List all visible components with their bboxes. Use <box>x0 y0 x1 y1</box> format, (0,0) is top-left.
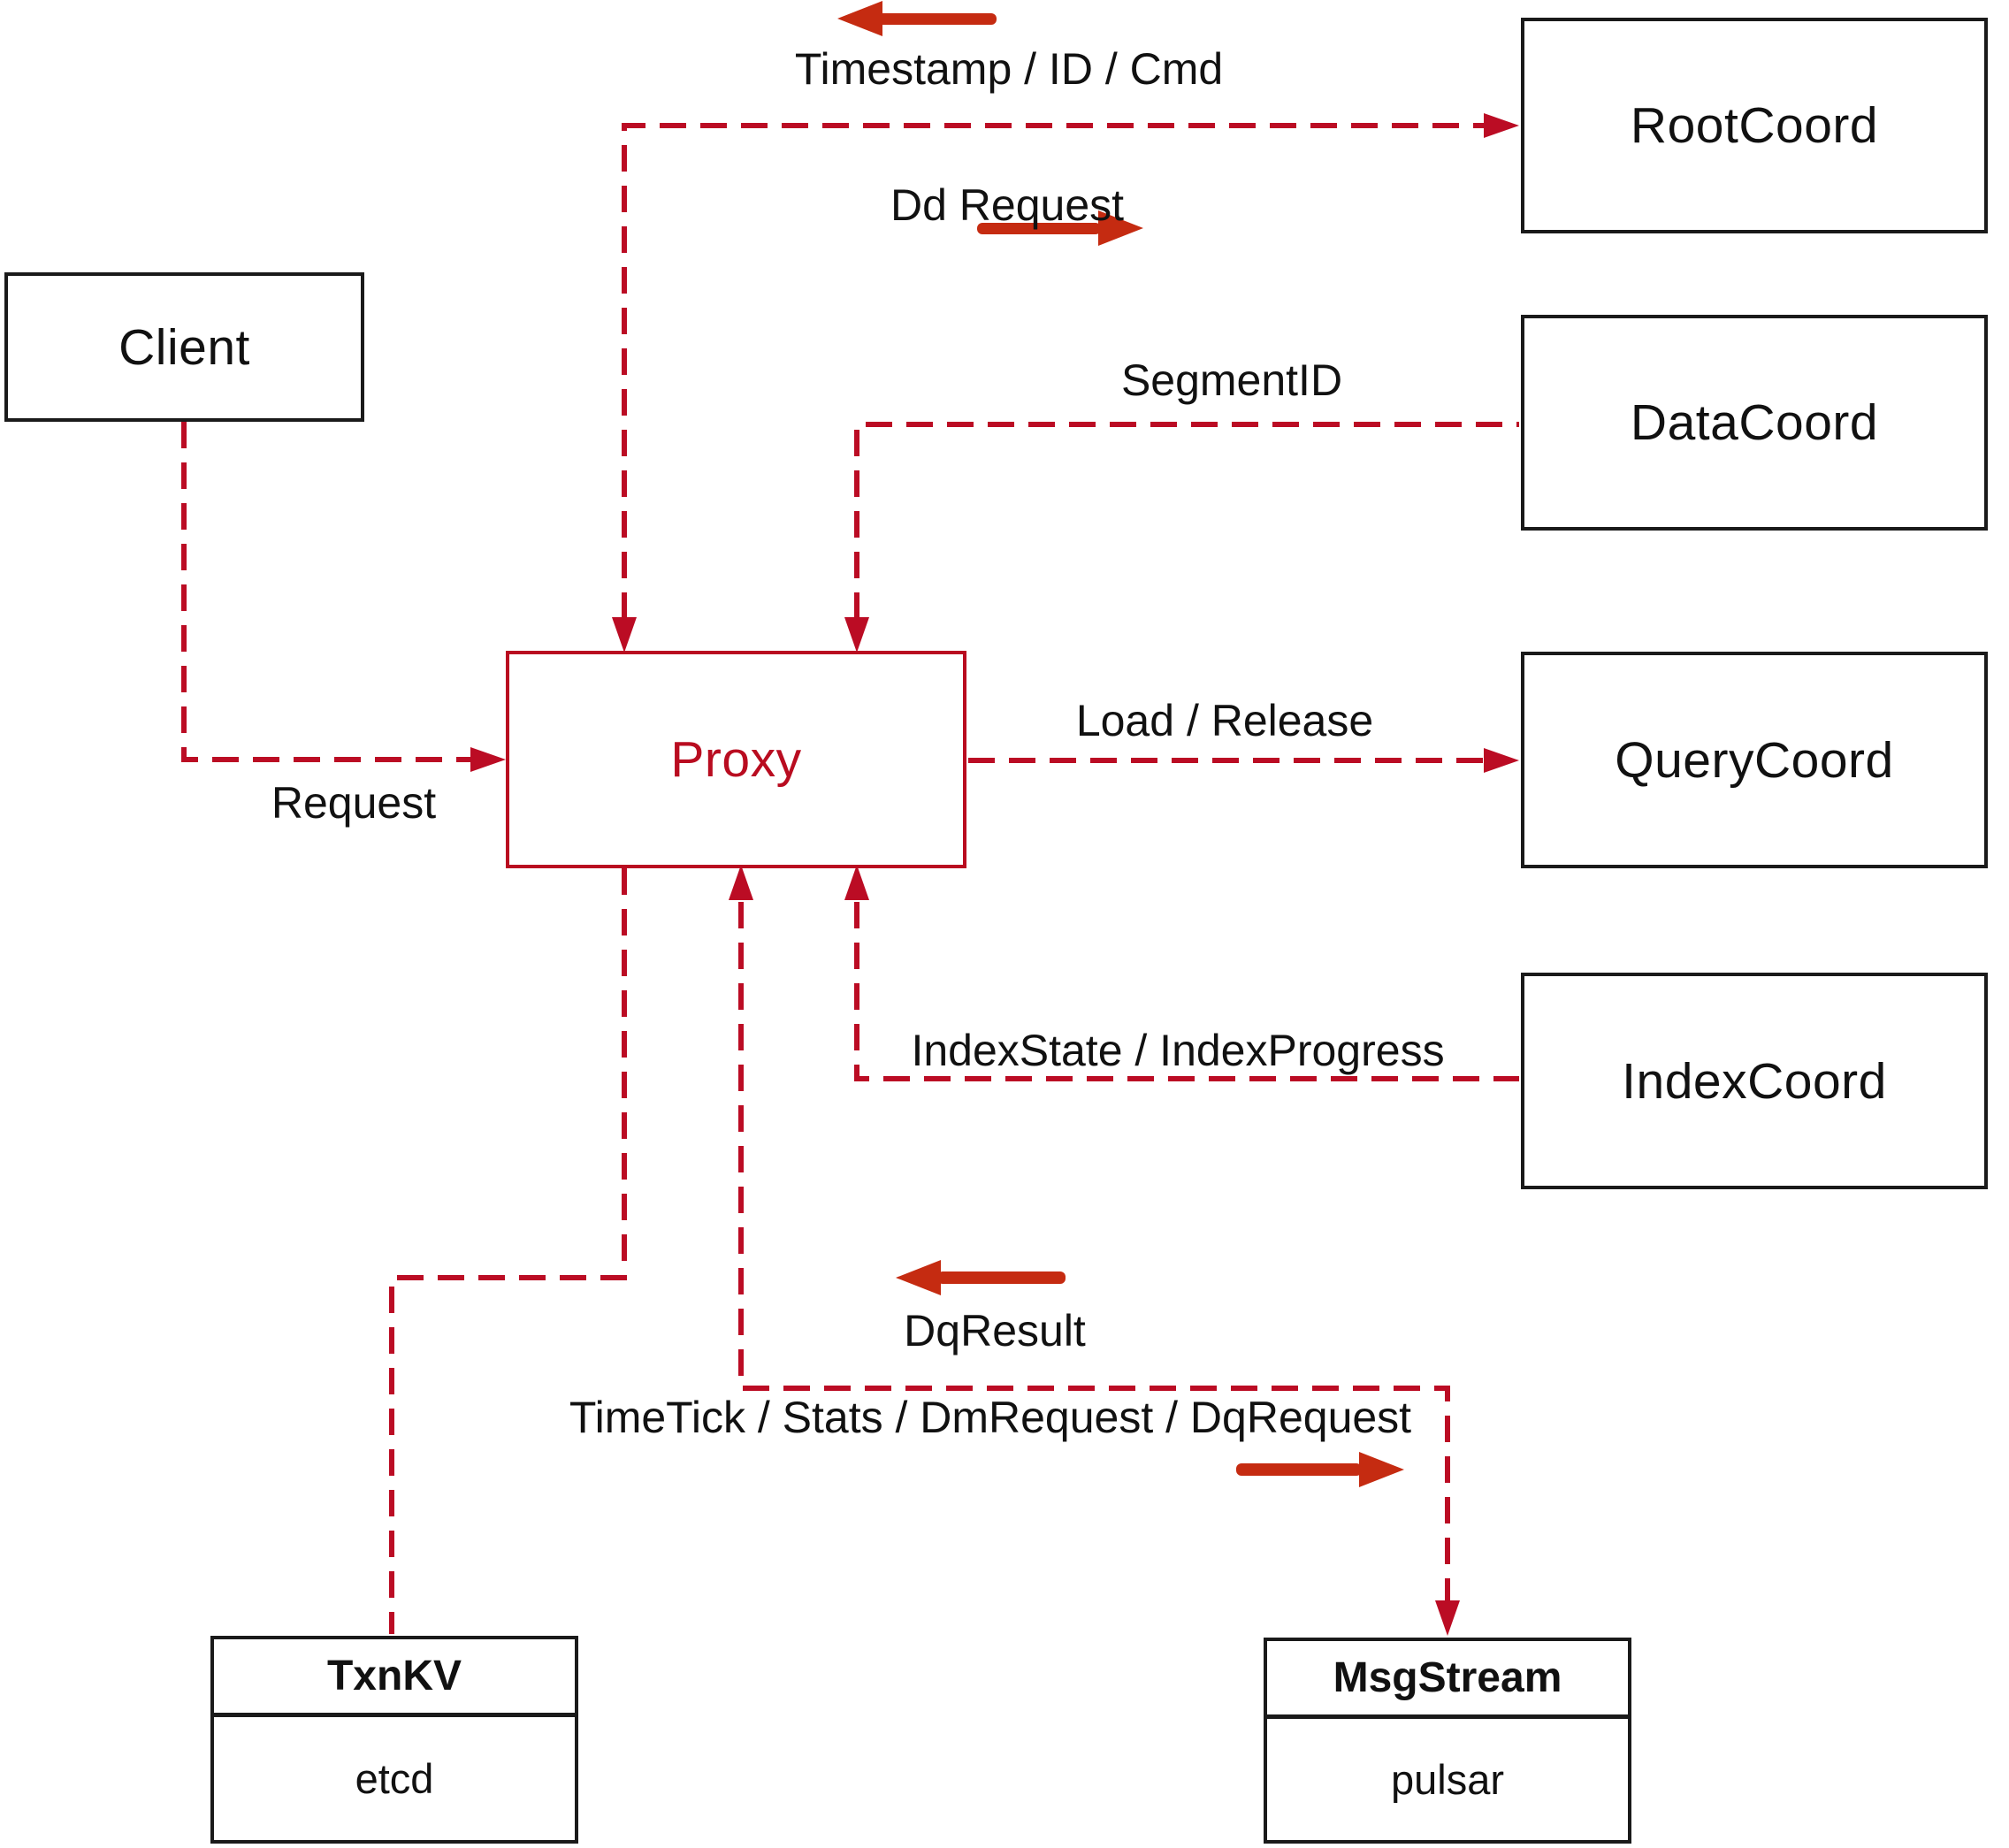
indexcoord-label: IndexCoord <box>1622 1052 1887 1110</box>
arrowhead-into-proxy-bottom-left <box>729 865 753 900</box>
arrowhead-into-querycoord <box>1484 748 1519 773</box>
proxy-label: Proxy <box>670 731 802 788</box>
rootcoord-label: RootCoord <box>1630 97 1879 154</box>
node-rootcoord: RootCoord <box>1521 18 1988 233</box>
dq-result-label: DqResult <box>904 1306 1086 1355</box>
edge-proxy-msgstream <box>738 902 1450 1602</box>
node-querycoord: QueryCoord <box>1521 652 1988 868</box>
request-label: Request <box>271 778 437 828</box>
node-client: Client <box>4 272 364 422</box>
txnkv-title: TxnKV <box>214 1639 575 1717</box>
datacoord-label: DataCoord <box>1630 394 1879 451</box>
txnkv-subtitle: etcd <box>355 1755 434 1802</box>
segment-id-label: SegmentID <box>1120 355 1343 405</box>
arrowhead-into-proxy-top-left <box>612 617 637 653</box>
node-datacoord: DataCoord <box>1521 315 1988 531</box>
arrowhead-into-msgstream <box>1435 1600 1460 1636</box>
arrowhead-into-proxy-top-right <box>844 617 869 653</box>
arrowhead-into-proxy-left <box>470 747 506 772</box>
index-state-progress-label: IndexState / IndexProgress <box>911 1026 1445 1075</box>
timestamp-id-cmd-label: Timestamp / ID / Cmd <box>794 44 1224 94</box>
arrowhead-into-proxy-bottom-right <box>844 865 869 900</box>
timetick-stats-label: TimeTick / Stats / DmRequest / DqRequest <box>569 1393 1412 1442</box>
node-proxy: Proxy <box>506 651 966 868</box>
dq-result-left-arrow-icon <box>896 1260 1066 1295</box>
dd-request-label: Dd Request <box>890 180 1125 230</box>
edge-indexcoord-proxy <box>854 902 1519 1081</box>
msgstream-subtitle: pulsar <box>1390 1756 1504 1803</box>
client-label: Client <box>118 318 250 376</box>
dd-request-right-arrow-icon <box>977 210 1143 246</box>
edge-client-proxy <box>181 422 470 762</box>
edge-proxy-rootcoord <box>622 123 1486 619</box>
node-indexcoord: IndexCoord <box>1521 973 1988 1189</box>
node-txnkv: TxnKV etcd <box>210 1636 578 1844</box>
timestamp-left-arrow-icon <box>837 1 997 36</box>
arrowhead-into-rootcoord <box>1484 113 1519 138</box>
msgstream-title: MsgStream <box>1267 1641 1628 1719</box>
edge-proxy-txnkv <box>389 868 627 1634</box>
load-release-label: Load / Release <box>1075 696 1374 745</box>
node-msgstream: MsgStream pulsar <box>1264 1638 1631 1844</box>
querycoord-label: QueryCoord <box>1615 731 1894 789</box>
edge-datacoord-proxy <box>854 422 1519 619</box>
timetick-right-arrow-icon <box>1236 1452 1404 1487</box>
